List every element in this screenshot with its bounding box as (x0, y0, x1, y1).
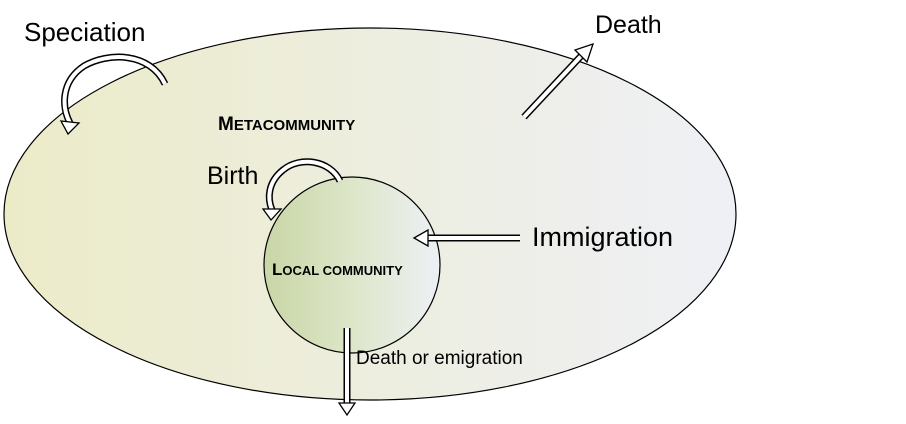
death-label: Death (595, 11, 662, 39)
metacommunity-label-rest: ETACOMMUNITY (234, 117, 355, 134)
immigration-label: Immigration (532, 222, 673, 252)
local-community-label: LOCAL COMMUNITY (272, 260, 403, 279)
death-or-emigration-arrow (337, 328, 357, 417)
immigration-arrow (412, 228, 520, 248)
birth-label: Birth (207, 162, 258, 190)
local-community-label-initial: L (272, 260, 282, 279)
death-arrow (521, 42, 595, 120)
birth-arrow (261, 158, 344, 222)
local-community-circle (263, 176, 441, 354)
metacommunity-label: METACOMMUNITY (218, 114, 355, 135)
metacommunity-label-initial: M (218, 114, 234, 135)
death-or-emigration-label: Death or emigration (356, 348, 523, 369)
speciation-label: Speciation (24, 17, 145, 47)
local-community-label-rest: OCAL COMMUNITY (282, 263, 403, 278)
speciation-arrow (59, 53, 169, 136)
